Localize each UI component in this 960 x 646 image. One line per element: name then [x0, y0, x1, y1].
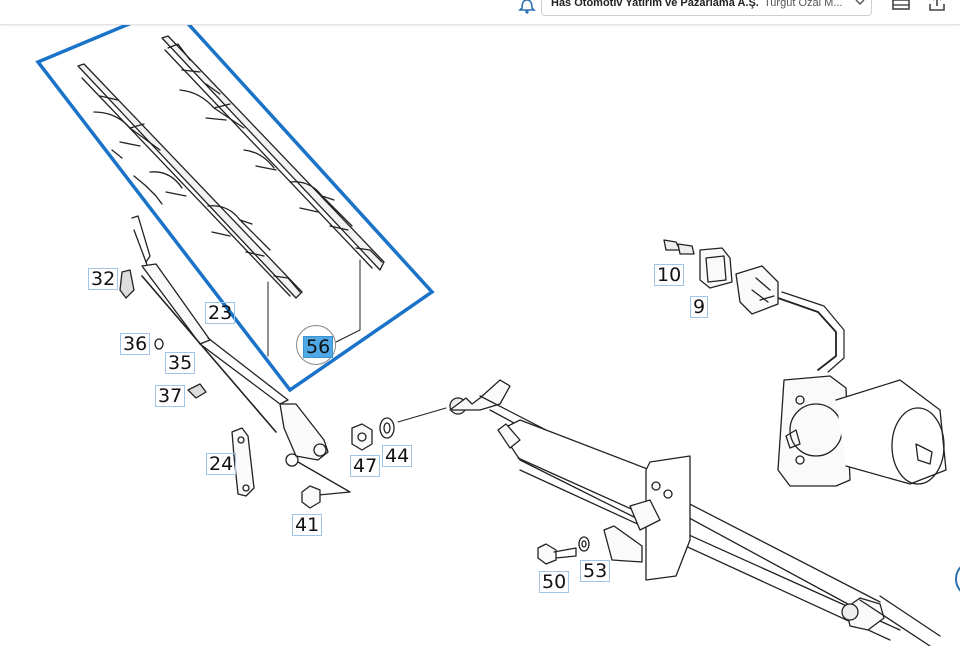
callout-47[interactable]: 47 [350, 455, 381, 477]
wiper-linkage [449, 379, 941, 646]
wiper-arm [131, 215, 351, 497]
callout-50[interactable]: 50 [539, 571, 570, 593]
share-icon[interactable] [927, 0, 947, 14]
company-name: Has Otomotiv Yatırım ve Pazarlama A.Ş. [551, 0, 759, 9]
callout-32[interactable]: 32 [88, 268, 119, 290]
parts-diagram [35, 25, 947, 646]
wiper-blade-lower [77, 63, 303, 299]
print-icon[interactable] [891, 0, 911, 14]
wiper-blade-upper [161, 35, 385, 271]
callout-41[interactable]: 41 [292, 514, 323, 536]
selection-highlight [35, 25, 435, 393]
company-selector[interactable]: Has Otomotiv Yatırım ve Pazarlama A.Ş. T… [541, 0, 872, 16]
wiper-motor [777, 291, 947, 487]
callout-24[interactable]: 24 [206, 453, 237, 475]
chevron-down-icon [855, 0, 865, 5]
callout-9[interactable]: 9 [690, 296, 709, 318]
callout-56[interactable]: 56 [303, 336, 334, 358]
callout-44[interactable]: 44 [382, 445, 413, 467]
bell-icon[interactable] [516, 0, 538, 16]
callout-10[interactable]: 10 [654, 264, 685, 286]
user-name: Turgut Özal M... [764, 0, 843, 9]
callout-36[interactable]: 36 [120, 333, 151, 355]
top-bar: Has Otomotiv Yatırım ve Pazarlama A.Ş. T… [0, 0, 960, 25]
callout-35[interactable]: 35 [165, 352, 196, 374]
callout-23[interactable]: 23 [205, 302, 236, 324]
callout-37[interactable]: 37 [155, 385, 186, 407]
callout-53[interactable]: 53 [580, 560, 611, 582]
